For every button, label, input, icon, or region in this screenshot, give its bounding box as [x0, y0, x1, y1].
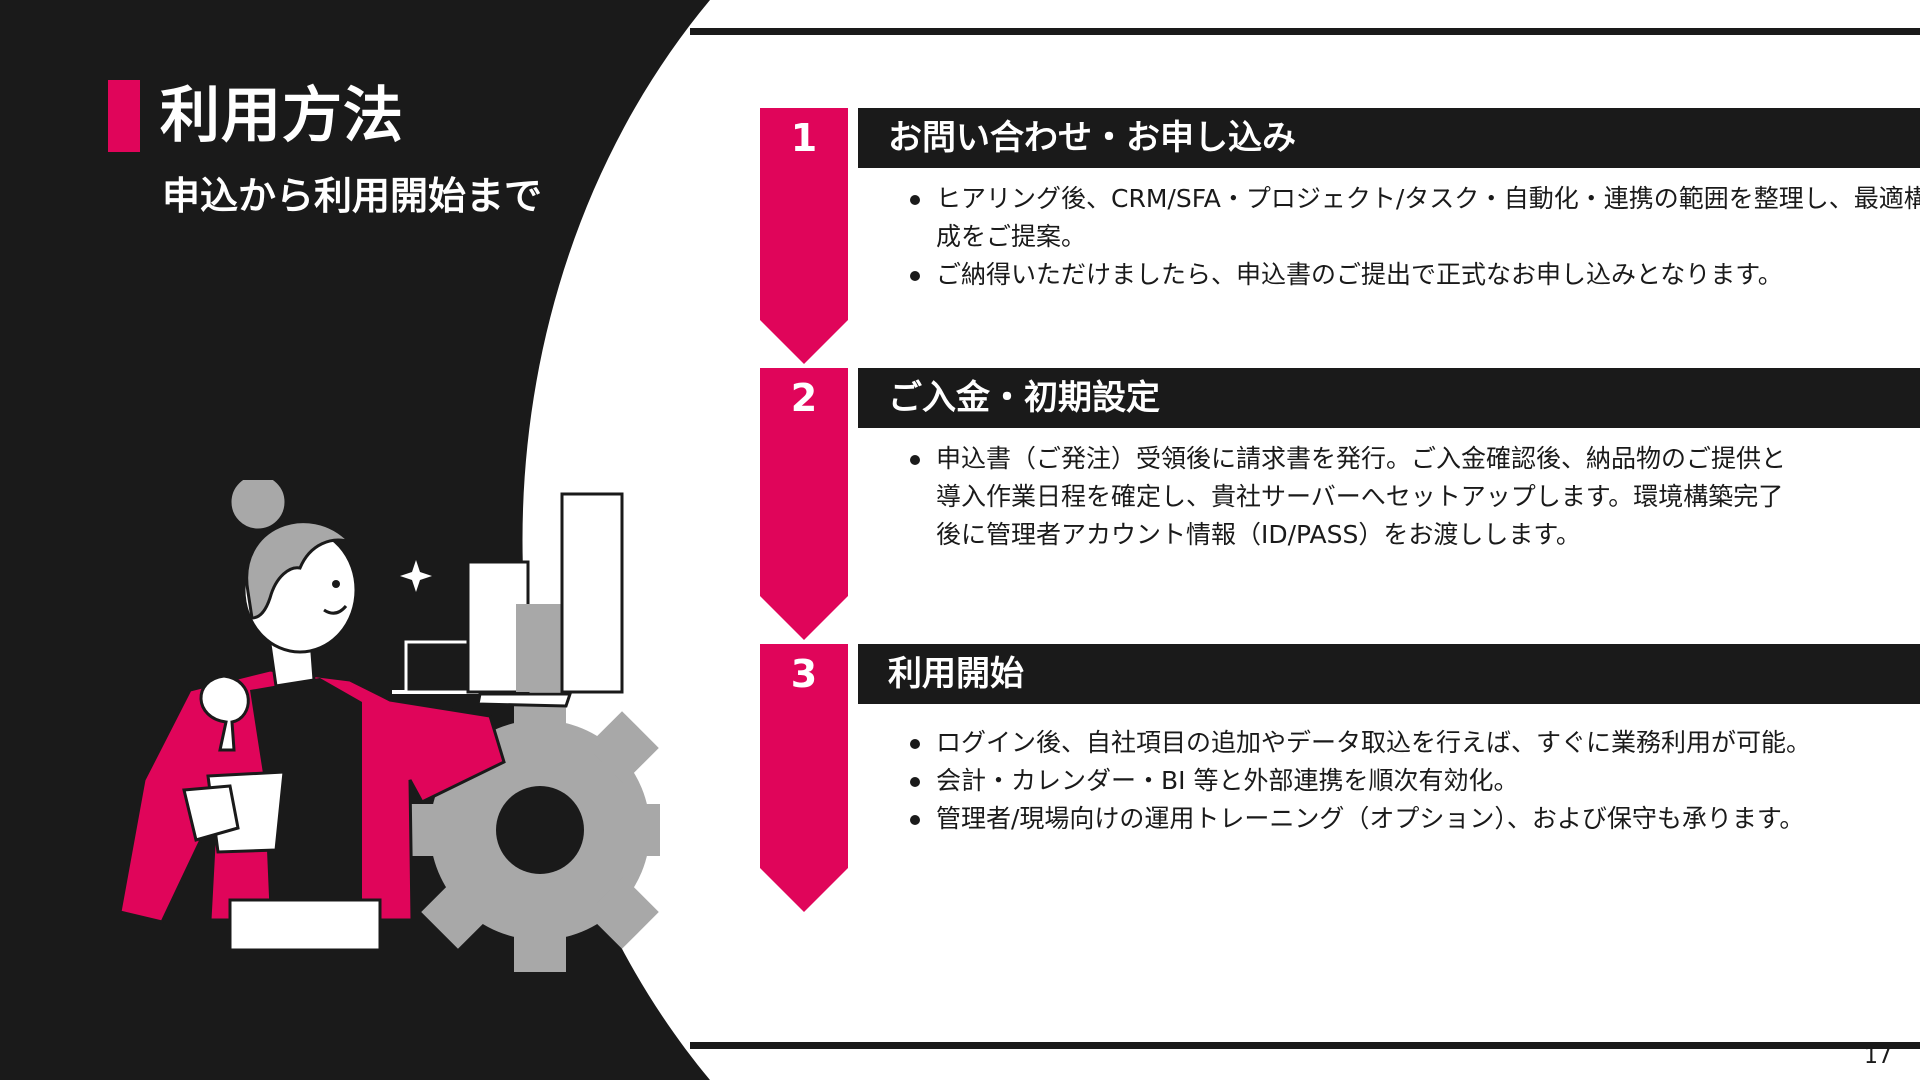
step-1-bullets: ヒアリング後、CRM/SFA・プロジェクト/タスク・自動化・連携の範囲を整理し、… — [902, 180, 1920, 294]
title-accent-bar — [108, 80, 140, 152]
page-subtitle: 申込から利用開始まで — [162, 174, 543, 218]
top-rule — [690, 28, 1920, 35]
step-2-number: 2 — [790, 376, 818, 420]
step-2-bullets: 申込書（ご発注）受領後に請求書を発行。ご入金確認後、納品物のご提供と導入作業日程… — [902, 440, 1796, 554]
step-1-bullet-2: ご納得いただけましたら、申込書のご提出で正式なお申し込みとなります。 — [910, 256, 1920, 294]
hair — [245, 520, 352, 620]
woman-with-charts-illustration — [118, 480, 660, 972]
page-number: 17 — [1864, 1044, 1892, 1069]
step-2-title: ご入金・初期設定 — [858, 368, 1920, 428]
bar-chart-icon — [392, 492, 640, 694]
step-1-arrow — [760, 108, 848, 364]
step-3-arrow — [760, 644, 848, 912]
step-3-title: 利用開始 — [858, 644, 1920, 704]
bottom-rule — [690, 1042, 1920, 1049]
step-3-bullets: ログイン後、自社項目の追加やデータ取込を行えば、すぐに業務利用が可能。 会計・カ… — [902, 724, 1920, 838]
step-1: 1 お問い合わせ・お申し込み ヒアリング後、CRM/SFA・プロジェクト/タスク… — [760, 108, 1920, 368]
step-1-number: 1 — [790, 116, 818, 160]
sparkle-icon — [400, 560, 432, 592]
step-1-title: お問い合わせ・お申し込み — [858, 108, 1920, 168]
step-3: 3 利用開始 ログイン後、自社項目の追加やデータ取込を行えば、すぐに業務利用が可… — [760, 644, 1920, 914]
step-2-arrow — [760, 368, 848, 640]
step-1-bullet-1: ヒアリング後、CRM/SFA・プロジェクト/タスク・自動化・連携の範囲を整理し、… — [910, 180, 1920, 256]
step-3-bullet-3: 管理者/現場向けの運用トレーニング（オプション）、および保守も承ります。 — [910, 800, 1920, 838]
shirt — [250, 678, 362, 920]
lightbulb-icon — [199, 674, 250, 752]
hair-bun — [228, 480, 288, 532]
step-2-bullet-1: 申込書（ご発注）受領後に請求書を発行。ご入金確認後、納品物のご提供と導入作業日程… — [910, 440, 1796, 554]
step-3-bullet-2: 会計・カレンダー・BI 等と外部連携を順次有効化。 — [910, 762, 1920, 800]
step-2: 2 ご入金・初期設定 申込書（ご発注）受領後に請求書を発行。ご入金確認後、納品物… — [760, 368, 1920, 640]
page-title: 利用方法 — [160, 81, 404, 151]
step-3-bullet-1: ログイン後、自社項目の追加やデータ取込を行えば、すぐに業務利用が可能。 — [910, 724, 1920, 762]
step-3-number: 3 — [790, 652, 818, 696]
